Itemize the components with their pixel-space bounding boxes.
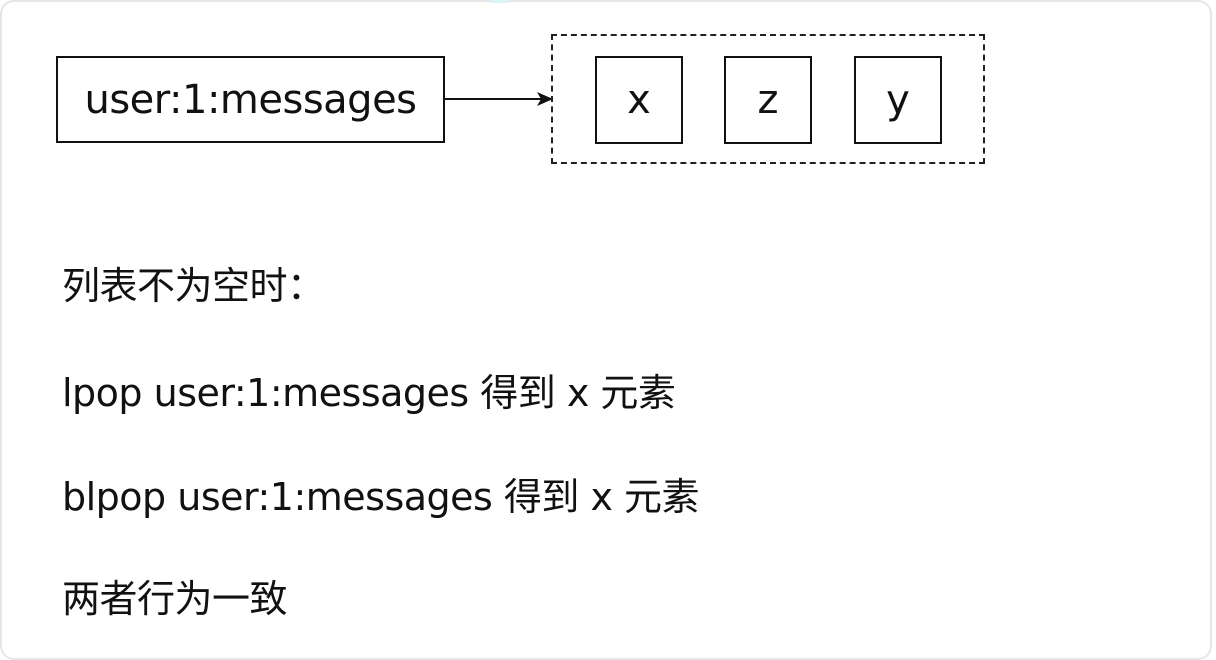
redis-key-box: user:1:messages <box>56 56 445 143</box>
list-element-label: x <box>627 77 651 123</box>
pointer-arrow <box>445 92 553 106</box>
list-element-label: y <box>886 77 910 123</box>
note-lpop: lpop user:1:messages 得到 x 元素 <box>62 371 676 415</box>
list-element: x <box>595 56 683 144</box>
note-blpop: blpop user:1:messages 得到 x 元素 <box>62 475 700 519</box>
list-element-label: z <box>757 77 779 123</box>
note-conclusion: 两者行为一致 <box>62 577 288 621</box>
top-accent <box>490 0 510 3</box>
redis-list-container: x z y <box>551 34 985 164</box>
list-element: z <box>724 56 812 144</box>
note-condition: 列表不为空时： <box>62 264 325 308</box>
list-element: y <box>854 56 942 144</box>
redis-key-label: user:1:messages <box>84 76 417 123</box>
